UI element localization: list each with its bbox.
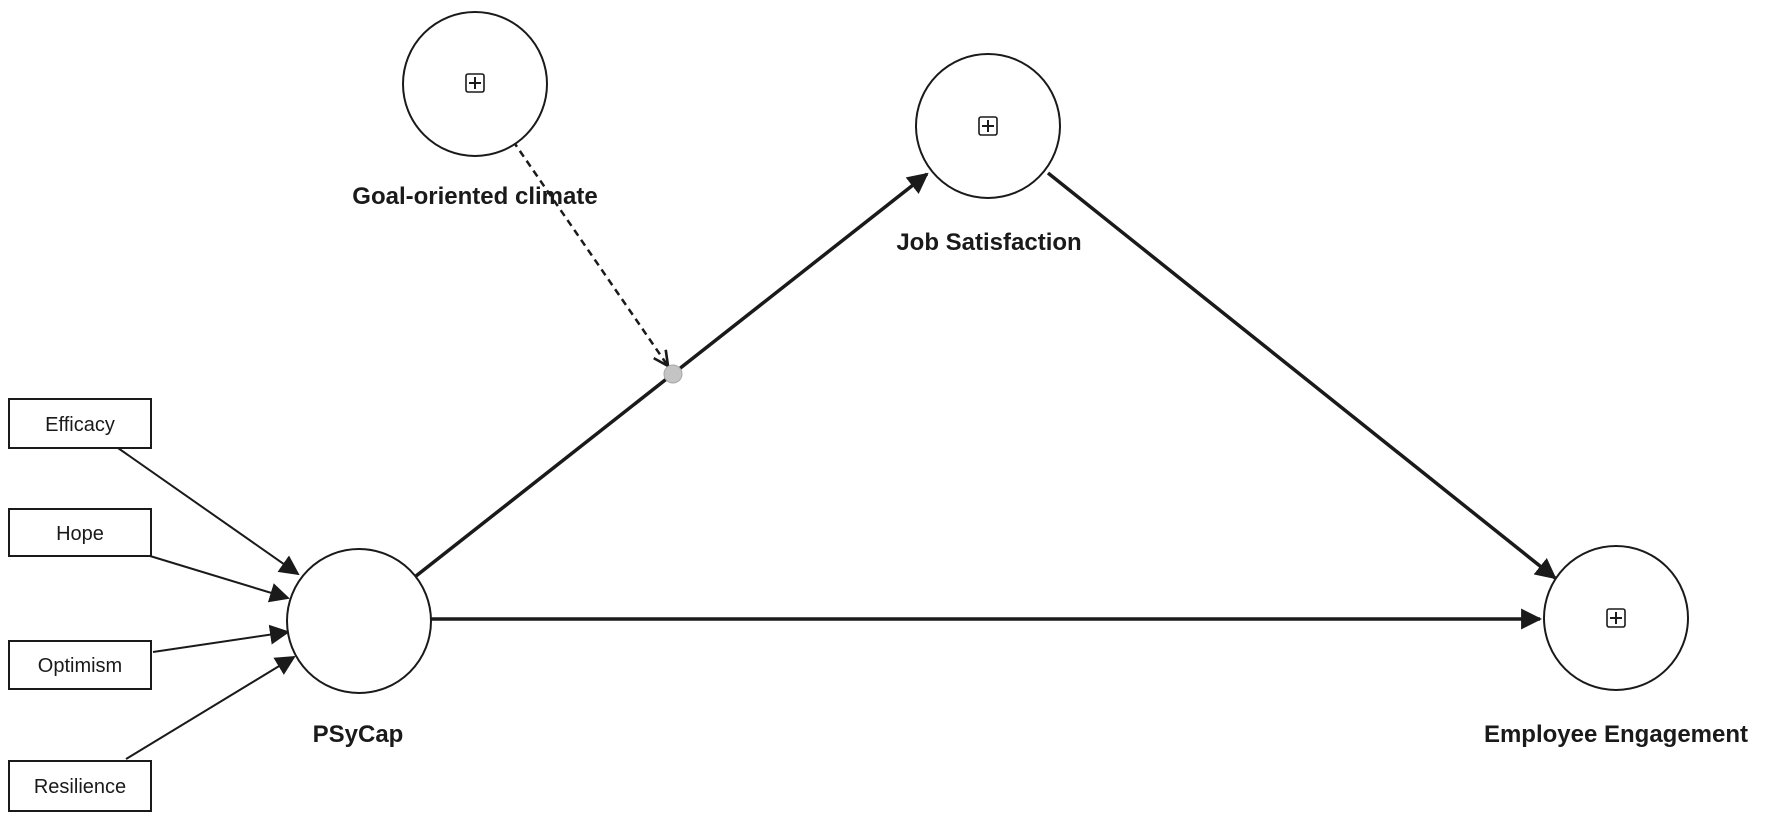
goal-oriented-climate-label: Goal-oriented climate — [352, 183, 597, 210]
indicator-resilience-label: Resilience — [34, 776, 126, 798]
indicator-hope-label: Hope — [56, 523, 104, 545]
path-job-satisfaction-to-engagement[interactable] — [1046, 171, 1557, 580]
indicator-efficacy[interactable]: Efficacy — [8, 398, 152, 449]
employee-engagement-label: Employee Engagement — [1484, 721, 1748, 748]
job-satisfaction-label: Job Satisfaction — [896, 229, 1081, 256]
expand-icon[interactable] — [1606, 608, 1626, 628]
path-resilience-to-psycap[interactable] — [125, 655, 296, 760]
path-goal-climate-moderation[interactable] — [511, 140, 668, 366]
indicator-efficacy-label: Efficacy — [45, 414, 115, 436]
path-optimism-to-psycap[interactable] — [152, 624, 290, 653]
indicator-resilience[interactable]: Resilience — [8, 760, 152, 812]
expand-icon[interactable] — [978, 116, 998, 136]
construct-goal-oriented-climate[interactable] — [402, 11, 548, 157]
indicator-hope[interactable]: Hope — [8, 508, 152, 557]
indicator-optimism[interactable]: Optimism — [8, 640, 152, 690]
expand-icon[interactable] — [465, 73, 485, 93]
moderation-point — [663, 364, 683, 384]
construct-psycap[interactable] — [286, 548, 432, 694]
path-hope-to-psycap[interactable] — [149, 555, 290, 603]
path-efficacy-to-psycap[interactable] — [117, 447, 300, 576]
construct-employee-engagement[interactable] — [1543, 545, 1689, 691]
construct-job-satisfaction[interactable] — [915, 53, 1061, 199]
psycap-label: PSyCap — [313, 721, 404, 748]
indicator-optimism-label: Optimism — [38, 655, 122, 677]
